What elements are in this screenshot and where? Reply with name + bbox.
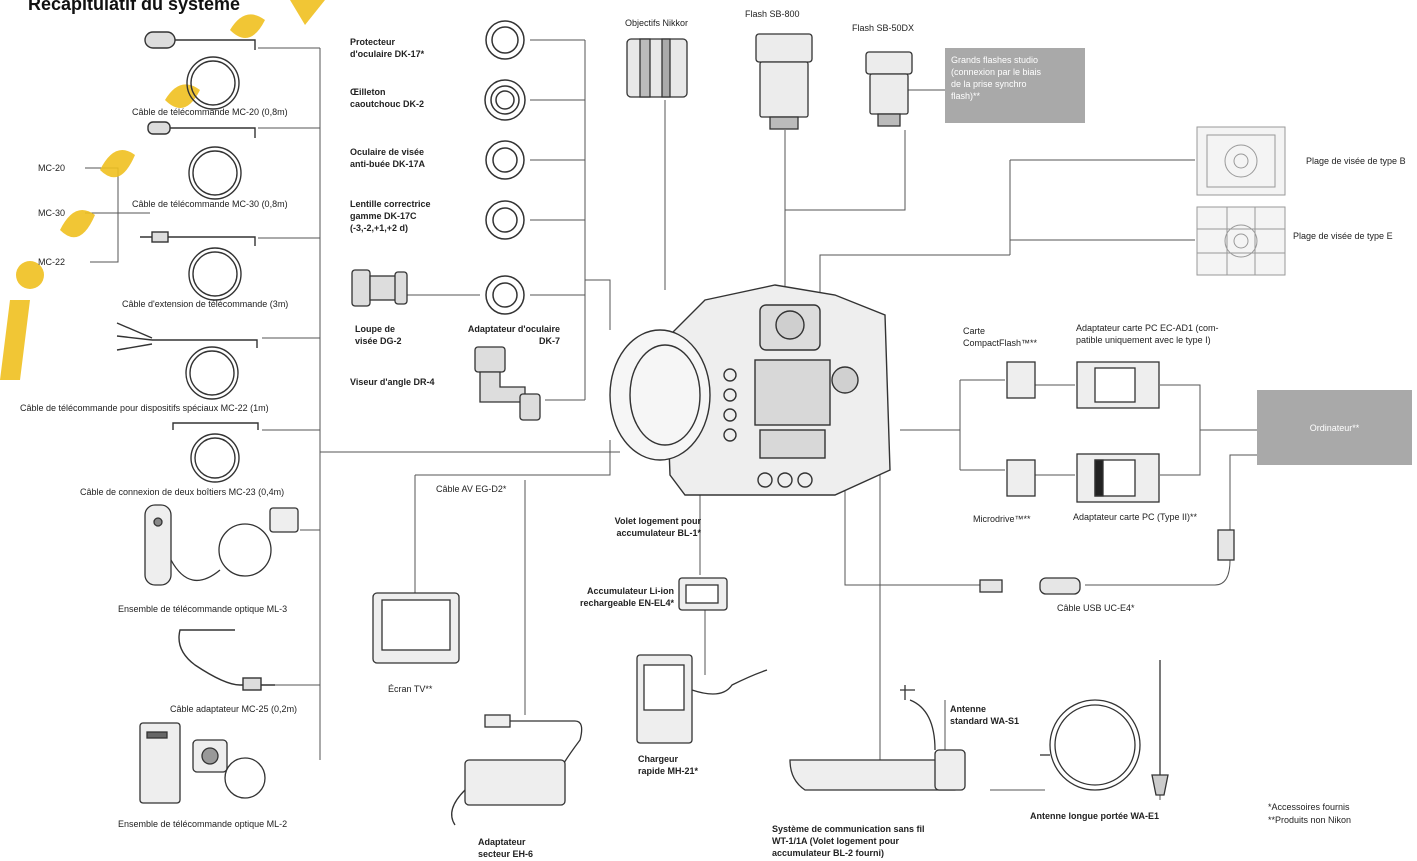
- tv-screen-icon: [370, 590, 465, 668]
- label-av-cable: Câble AV EG-D2*: [436, 483, 506, 495]
- angle-finder-dr4-icon: [470, 342, 545, 427]
- label-ec-ad1: Adaptateur carte PC EC-AD1 (com- patible…: [1076, 322, 1219, 346]
- cable-mc23-icon: [168, 418, 278, 488]
- label-sb50dx: Flash SB-50DX: [852, 22, 914, 34]
- flash-sb50dx-icon: [862, 48, 918, 134]
- remote-ml3-icon: [140, 500, 310, 600]
- page-title: Récapitulatif du système: [28, 0, 240, 15]
- ac-adapter-eh6-icon: [435, 710, 595, 830]
- cable-mc25-icon: [175, 620, 305, 700]
- label-bl1: Volet logement pour accumulateur BL-1*: [576, 515, 701, 539]
- label-antenna-long: Antenne longue portée WA-E1: [1030, 810, 1159, 822]
- label-ac-adapter: Adaptateur secteur EH-6: [478, 836, 533, 860]
- usb-cable-icon: [975, 528, 1245, 598]
- legend-supplied: *Accessoires fournis: [1268, 802, 1350, 813]
- cable-mc22-icon: [112, 318, 272, 403]
- label-mc22: Câble de télécommande pour dispositifs s…: [20, 402, 269, 414]
- tag-mc22: MC-22: [38, 256, 65, 268]
- label-dg2: Loupe de visée DG-2: [355, 323, 402, 347]
- computer-box: Ordinateur**: [1257, 390, 1412, 465]
- label-battery: Accumulateur Li-ion rechargeable EN-EL4*: [539, 585, 674, 609]
- label-pc-card-adapter: Adaptateur carte PC (Type II)**: [1073, 511, 1197, 523]
- magnifier-dg2-icon: [350, 262, 410, 312]
- antenna-wa-e1-icon: [1040, 655, 1180, 805]
- label-mc30: Câble de télécommande MC-30 (0,8m): [132, 198, 288, 210]
- cable-mc30-icon: [140, 118, 270, 203]
- label-wireless: Système de communication sans fil WT-1/1…: [772, 823, 925, 859]
- pc-card-adapter-icon: [1075, 452, 1161, 504]
- label-dk19: Œilleton caoutchouc DK-2: [350, 86, 424, 110]
- nikkor-lens-icon: [622, 34, 702, 104]
- label-ml3: Ensemble de télécommande optique ML-3: [118, 603, 287, 615]
- label-dr4: Viseur d'angle DR-4: [350, 376, 435, 388]
- charger-mh21-icon: [632, 640, 782, 750]
- battery-en-el4-icon: [676, 575, 731, 615]
- label-cf-card: Carte CompactFlash™**: [963, 325, 1037, 349]
- label-charger: Chargeur rapide MH-21*: [638, 753, 698, 777]
- label-mc20: Câble de télécommande MC-20 (0,8m): [132, 106, 288, 118]
- focusing-screen-e-icon: [1195, 205, 1287, 277]
- flash-sb800-icon: [752, 30, 818, 135]
- label-antenna-std: Antenne standard WA-S1: [950, 703, 1019, 727]
- cf-card-icon: [1005, 360, 1037, 400]
- wireless-wt1-icon: [785, 680, 985, 810]
- label-mc23: Câble de connexion de deux boîtiers MC-2…: [80, 486, 284, 498]
- cable-extension-icon: [140, 226, 270, 306]
- label-mc21: Câble d'extension de télécommande (3m): [122, 298, 288, 310]
- eyepiece-rings-icon: [480, 18, 530, 318]
- tag-mc20: MC-20: [38, 162, 65, 174]
- label-dk17c: Lentille correctrice gamme DK-17C (-3,-2…: [350, 198, 431, 234]
- label-tv: Écran TV**: [388, 683, 432, 695]
- label-dk17: Protecteur d'oculaire DK-17*: [350, 36, 424, 60]
- focusing-screen-b-icon: [1195, 125, 1287, 197]
- ec-ad1-adapter-icon: [1075, 360, 1161, 410]
- tag-mc30: MC-30: [38, 207, 65, 219]
- label-screen-b: Plage de visée de type B: [1306, 155, 1406, 167]
- cable-mc20-icon: [135, 28, 265, 113]
- label-usb: Câble USB UC-E4*: [1057, 602, 1135, 614]
- camera-body-icon: [605, 280, 905, 510]
- legend-non-nikon: **Produits non Nikon: [1268, 815, 1351, 826]
- label-microdrive: Microdrive™**: [973, 513, 1031, 525]
- microdrive-icon: [1005, 458, 1037, 498]
- label-mc25: Câble adaptateur MC-25 (0,2m): [170, 703, 297, 715]
- remote-ml2-icon: [135, 718, 285, 813]
- label-nikkor: Objectifs Nikkor: [625, 17, 688, 29]
- label-screen-e: Plage de visée de type E: [1293, 230, 1393, 242]
- label-sb800: Flash SB-800: [745, 8, 800, 20]
- studio-flash-box: Grands flashes studio (connexion par le …: [945, 48, 1085, 123]
- label-ml2: Ensemble de télécommande optique ML-2: [118, 818, 287, 830]
- label-dk17a: Oculaire de visée anti-buée DK-17A: [350, 146, 425, 170]
